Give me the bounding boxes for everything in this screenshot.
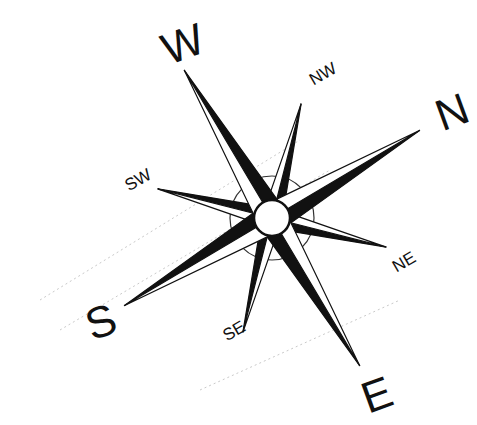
point-light-half	[124, 218, 280, 306]
point-light-half	[272, 210, 360, 366]
point-dark-half	[259, 218, 360, 366]
intercardinal-label: SE	[220, 318, 248, 344]
cardinal-label: S	[80, 296, 123, 347]
cardinal-label: E	[356, 369, 399, 420]
point-light-half	[184, 70, 272, 226]
compass-hub	[254, 200, 290, 236]
point-light-half	[264, 130, 420, 218]
intercardinal-label: SW	[122, 166, 154, 194]
point-dark-half	[124, 205, 272, 306]
intercardinal-label: NE	[390, 249, 419, 276]
compass-points	[124, 70, 420, 366]
cardinal-label: W	[156, 16, 210, 72]
point-dark-half	[272, 130, 420, 231]
cardinal-label: N	[430, 86, 475, 138]
intercardinal-label: NW	[306, 60, 339, 89]
point-dark-half	[184, 70, 285, 218]
